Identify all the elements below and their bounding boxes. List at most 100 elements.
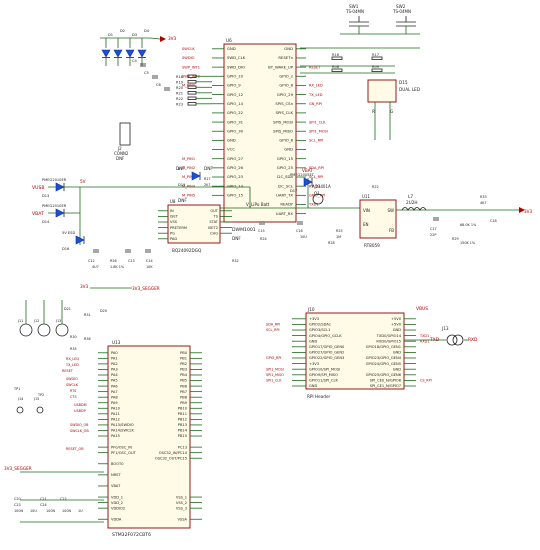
j13-pin-icon bbox=[446, 334, 458, 346]
power-part-value: 2K7 bbox=[204, 183, 211, 187]
dwm1001-section: U6 DWM1001 GNDSWD_CLKSWD_DIOGPIO_10GPIO_… bbox=[100, 4, 420, 233]
power-part-value: 4K7 bbox=[480, 201, 487, 205]
led-icon bbox=[125, 49, 135, 58]
top-resistor-ref: R08 bbox=[332, 65, 340, 69]
u6-right-pin: GPIO_8 bbox=[279, 138, 293, 143]
u6-left-net: M_PIN2 bbox=[182, 166, 195, 170]
u6-left-pin: SWD_DIO bbox=[227, 64, 245, 69]
u6-left-pin: GPIO_30 bbox=[227, 128, 244, 133]
j10-right-pin: SPI_CE0_N/GPIO8 bbox=[370, 379, 402, 383]
switch-sw2: SW2 TS-04MN bbox=[392, 4, 416, 27]
rail-arrow-icon bbox=[160, 36, 166, 42]
resistor-icon bbox=[371, 56, 383, 60]
diode-ref: D13 bbox=[42, 194, 49, 198]
u6-right-pin: I2C_SDA bbox=[277, 174, 293, 179]
resistor-icon bbox=[187, 80, 197, 84]
u6-right-net: RX_LED bbox=[309, 84, 323, 88]
j10-left-pin: GPIO2/SDA1 bbox=[309, 323, 331, 327]
u8-left-pin: PRETERM bbox=[170, 226, 187, 230]
u6-left-pin: VCC bbox=[227, 147, 235, 152]
resistor-icon bbox=[331, 56, 343, 60]
j10-left-net: SDA_RPI bbox=[266, 323, 280, 327]
u6-ref: U6 bbox=[226, 38, 232, 43]
u6-right-pin: SPIS_CLK bbox=[276, 110, 294, 115]
u13-left-pin: VDDIO2 bbox=[111, 506, 125, 510]
j10-right-pin: SPI_CE1_N/GPIO7 bbox=[370, 384, 401, 388]
u13-net: TX_LED bbox=[65, 363, 79, 367]
j13-pin-icon-2 bbox=[452, 334, 464, 346]
vin-label: V_LiPo Batt bbox=[246, 202, 270, 207]
u13-net: RX_LED bbox=[66, 357, 79, 361]
j13-ref: J13 bbox=[441, 326, 449, 331]
j10-left-net: GPIO_RPI bbox=[266, 356, 281, 360]
u13-left-pin: PA10 bbox=[111, 406, 121, 410]
u8-part: BQ24092DGQ bbox=[172, 248, 202, 253]
power-part-ref: R25 bbox=[336, 229, 343, 233]
u13-right-pin: PB1 bbox=[180, 357, 187, 361]
power-part-ref: C16 bbox=[296, 229, 303, 233]
resistor-icon bbox=[331, 68, 343, 72]
u13-right-pin: PB2 bbox=[180, 362, 187, 366]
top-resistor-ref: R17 bbox=[372, 53, 379, 57]
u6-part: DWM1001 bbox=[232, 227, 256, 233]
u13-part-ref: R31 bbox=[84, 313, 91, 317]
u13-left-pin: PF0/OSC_IN bbox=[111, 445, 132, 449]
mosfet-icon bbox=[312, 193, 324, 205]
u13-right-pin: OSC32_OUT/PC15 bbox=[155, 456, 187, 460]
u13-part-ref: C24 bbox=[40, 503, 47, 507]
u13-net: RESET bbox=[62, 369, 74, 373]
vbus-net: VBUS bbox=[416, 306, 428, 312]
u13-part-ref: R36 bbox=[84, 337, 91, 341]
u6-right-pin: SPIS_CSn bbox=[275, 101, 293, 106]
u13-right-pin: PB14 bbox=[178, 429, 188, 433]
u6-right-net: TX_LED bbox=[308, 93, 323, 97]
top-resistor-ref: R09 bbox=[372, 65, 380, 69]
power-part-value: 150K 1% bbox=[460, 241, 476, 245]
inductor-ref: L7 bbox=[408, 194, 413, 199]
u6-left-pin: GND bbox=[227, 46, 236, 51]
u13-right-pin: VSS_2 bbox=[176, 501, 187, 505]
u13-right-pin: PB11 bbox=[178, 412, 187, 416]
u6-right-net: SPI1_CLK bbox=[309, 120, 326, 124]
u6-right-net: GN_RPI bbox=[309, 102, 322, 106]
stm32-section: U13 STM32F072CBT6 PA0PA1PA2PA3PA4PA5PA6P… bbox=[4, 284, 202, 538]
u13-left-pin: PA7 bbox=[111, 390, 118, 394]
u13-left-pin: PA8 bbox=[111, 395, 118, 399]
power-part-ref: R22 bbox=[372, 185, 379, 189]
u13-left-pin: PA2 bbox=[111, 362, 118, 366]
j10-left-pin: +3V3 bbox=[309, 317, 319, 321]
u6-right-pin: GND bbox=[284, 147, 293, 152]
u13-net: USBDP bbox=[74, 409, 86, 413]
u6-right-pin: GPIO_2 bbox=[279, 73, 293, 78]
u6-left-pins: GNDSWD_CLKSWD_DIOGPIO_10GPIO_9GPIO_12GPI… bbox=[212, 46, 246, 198]
u13-part-ref: J11 bbox=[17, 319, 23, 323]
u6-right-pin: SPIS_MISO bbox=[273, 128, 293, 133]
u13-right-pins: PB0PB1PB2PB3PB4PB5PB6PB7PB8PB9PB10PB11PB… bbox=[155, 351, 202, 521]
j10-left-net: SCL_RPI bbox=[266, 328, 280, 332]
u13-left-pin: NRST bbox=[111, 473, 121, 477]
u11-right-pin: FB bbox=[389, 228, 394, 233]
j10-right-pin: GND bbox=[393, 367, 401, 371]
j10-right-pin: GND bbox=[393, 351, 401, 355]
u13-left-pin: PA15 bbox=[111, 434, 120, 438]
d15-ref: D15 bbox=[399, 80, 408, 85]
rail-3v3-top: 3V3 bbox=[168, 36, 177, 41]
j10-right-pin: GPIO24/GPIO_GEN5 bbox=[366, 362, 401, 366]
power-section: VUSB VBAT VBAT 5V 3V3 PMEG2010ERD13PMEG2… bbox=[32, 166, 533, 269]
u8-charger-box bbox=[167, 204, 221, 244]
j10-part: RPI Header bbox=[307, 394, 331, 399]
j10-left-nets: SDA_RPISCL_RPIGPIO_RPISPI1_MOSISPI1_MISO… bbox=[266, 323, 284, 383]
u13-right-pin: PB12 bbox=[178, 418, 187, 422]
u13-right-pin: PB0 bbox=[180, 351, 188, 355]
u13-left-pin: PA1 bbox=[111, 357, 118, 361]
u13-part-ref: C20 bbox=[14, 497, 21, 501]
diode-part: PMEG2010ER bbox=[42, 204, 67, 208]
u6-left-pin: GPIO_23 bbox=[227, 174, 244, 179]
u13-part-ref: C21 bbox=[40, 497, 47, 501]
